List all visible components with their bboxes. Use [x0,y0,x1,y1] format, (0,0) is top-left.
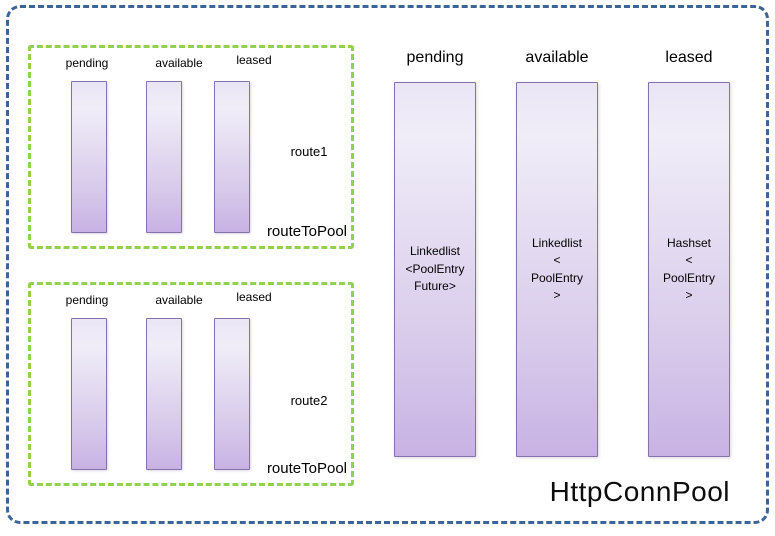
pending-pool-bar: Linkedlist <PoolEntry Future> [394,82,476,457]
pool-column-header-pending: pending [406,49,464,66]
leased-bar [214,318,250,470]
leased-pool-bar: Hashset < PoolEntry > [648,82,730,457]
available-bar [146,81,182,233]
route-name-label: route1 [290,144,328,159]
column-label-available: available [155,293,203,307]
column-label-pending: pending [65,293,109,307]
available-pool-type-label: Linkedlist < PoolEntry > [530,235,584,302]
column-label-leased: leased [236,290,272,304]
leased-bar [214,81,250,233]
route-name-label: route2 [290,393,328,408]
column-label-pending: pending [65,56,109,70]
column-label-leased: leased [236,53,272,67]
column-label-available: available [155,56,203,70]
available-bar [146,318,182,470]
pending-bar [71,81,107,233]
route-to-pool-label: routeToPool [266,223,347,240]
pending-pool-type-label: Linkedlist <PoolEntry Future> [405,244,465,294]
pool-column-header-leased: leased [665,49,713,66]
route-pool-box-route2: pending available leased route2 routeToP… [28,282,354,486]
route-to-pool-label: routeToPool [266,460,347,477]
pool-outer-frame [6,5,769,524]
pool-column-header-available: available [525,49,589,66]
available-pool-bar: Linkedlist < PoolEntry > [516,82,598,457]
pool-title: HttpConnPool [549,476,730,507]
pending-bar [71,318,107,470]
leased-pool-type-label: Hashset < PoolEntry > [662,235,716,302]
route-pool-box-route1: pending available leased route1 routeToP… [28,45,354,249]
